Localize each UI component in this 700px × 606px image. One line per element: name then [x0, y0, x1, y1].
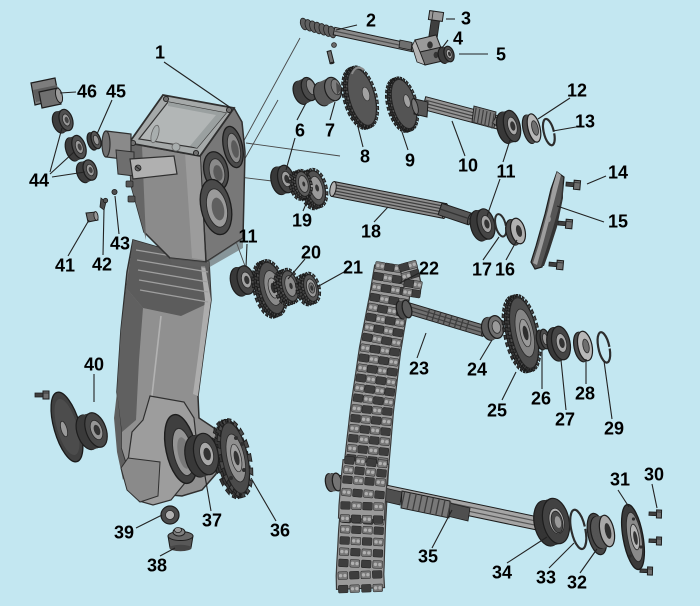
svg-text:15: 15 [608, 212, 628, 232]
svg-text:31: 31 [610, 470, 630, 490]
svg-text:41: 41 [55, 256, 75, 276]
svg-text:12: 12 [567, 81, 587, 101]
svg-text:8: 8 [360, 147, 370, 167]
svg-text:11: 11 [496, 162, 515, 182]
svg-text:20: 20 [301, 243, 321, 263]
svg-text:23: 23 [409, 359, 429, 379]
svg-text:19: 19 [292, 211, 312, 231]
svg-text:27: 27 [555, 410, 575, 430]
svg-text:30: 30 [644, 465, 664, 485]
svg-text:44: 44 [29, 171, 49, 191]
svg-text:34: 34 [492, 563, 512, 583]
svg-text:17: 17 [472, 260, 492, 280]
svg-text:21: 21 [343, 258, 363, 278]
svg-text:40: 40 [84, 355, 104, 375]
svg-text:6: 6 [295, 121, 305, 141]
svg-text:37: 37 [202, 511, 222, 531]
svg-text:36: 36 [270, 521, 290, 541]
svg-text:9: 9 [405, 151, 415, 171]
svg-text:18: 18 [361, 222, 381, 242]
svg-text:2: 2 [366, 11, 376, 31]
svg-text:38: 38 [147, 556, 167, 576]
svg-text:5: 5 [496, 45, 506, 65]
svg-text:46: 46 [77, 82, 97, 102]
svg-text:25: 25 [487, 401, 507, 421]
svg-text:10: 10 [458, 156, 478, 176]
svg-text:16: 16 [495, 260, 515, 280]
svg-text:33: 33 [536, 568, 556, 588]
svg-text:29: 29 [604, 419, 624, 439]
svg-text:14: 14 [608, 163, 628, 183]
svg-text:42: 42 [92, 255, 112, 275]
svg-text:11: 11 [238, 227, 257, 247]
svg-text:13: 13 [575, 112, 595, 132]
svg-text:1: 1 [155, 43, 165, 63]
svg-text:43: 43 [110, 234, 130, 254]
svg-text:26: 26 [531, 389, 551, 409]
svg-text:39: 39 [114, 523, 134, 543]
svg-text:4: 4 [453, 29, 463, 49]
svg-text:24: 24 [467, 360, 487, 380]
svg-text:32: 32 [567, 573, 587, 593]
svg-text:45: 45 [106, 82, 126, 102]
svg-text:22: 22 [419, 259, 439, 279]
svg-text:3: 3 [461, 9, 471, 29]
svg-text:7: 7 [325, 121, 335, 141]
svg-text:35: 35 [418, 547, 438, 567]
svg-text:28: 28 [575, 384, 595, 404]
